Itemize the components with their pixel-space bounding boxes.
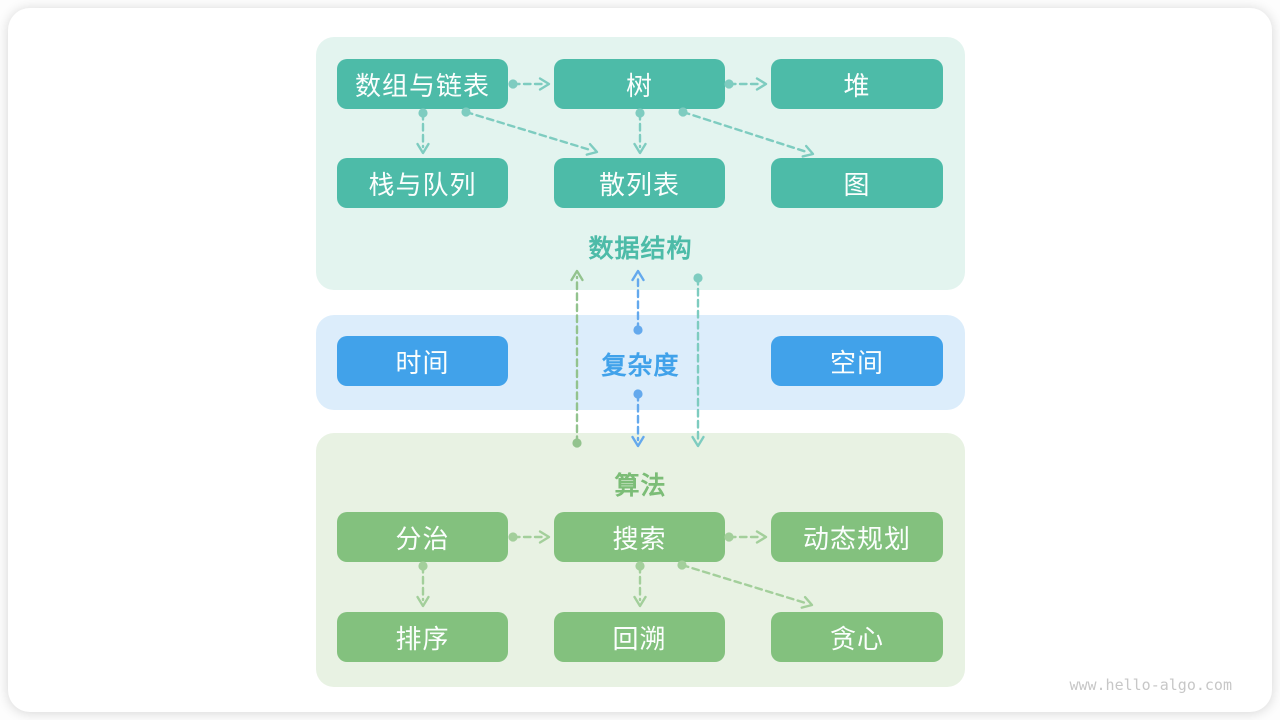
node-tree: 树 xyxy=(554,59,725,109)
node-greedy: 贪心 xyxy=(771,612,943,662)
panel-complexity: 时间 复杂度 空间 xyxy=(316,315,965,410)
node-heap: 堆 xyxy=(771,59,943,109)
node-sorting: 排序 xyxy=(337,612,508,662)
panel-data-structures: 数组与链表 树 堆 栈与队列 散列表 图 数据结构 xyxy=(316,37,965,290)
node-graph: 图 xyxy=(771,158,943,208)
node-space: 空间 xyxy=(771,336,943,386)
node-stack-queue: 栈与队列 xyxy=(337,158,508,208)
node-backtracking: 回溯 xyxy=(554,612,725,662)
label-data-structures: 数据结构 xyxy=(588,235,693,263)
website-url: www.hello-algo.com xyxy=(1069,676,1232,694)
node-search: 搜索 xyxy=(554,512,725,562)
label-algorithms: 算法 xyxy=(614,472,667,500)
node-arrays-linked-lists: 数组与链表 xyxy=(337,59,508,109)
node-divide-conquer: 分治 xyxy=(337,512,508,562)
node-dynamic-programming: 动态规划 xyxy=(771,512,943,562)
node-hash-table: 散列表 xyxy=(554,158,725,208)
node-time: 时间 xyxy=(337,336,508,386)
panel-algorithms: 算法 分治 搜索 动态规划 排序 回溯 贪心 xyxy=(316,433,965,687)
label-complexity: 复杂度 xyxy=(601,352,680,380)
